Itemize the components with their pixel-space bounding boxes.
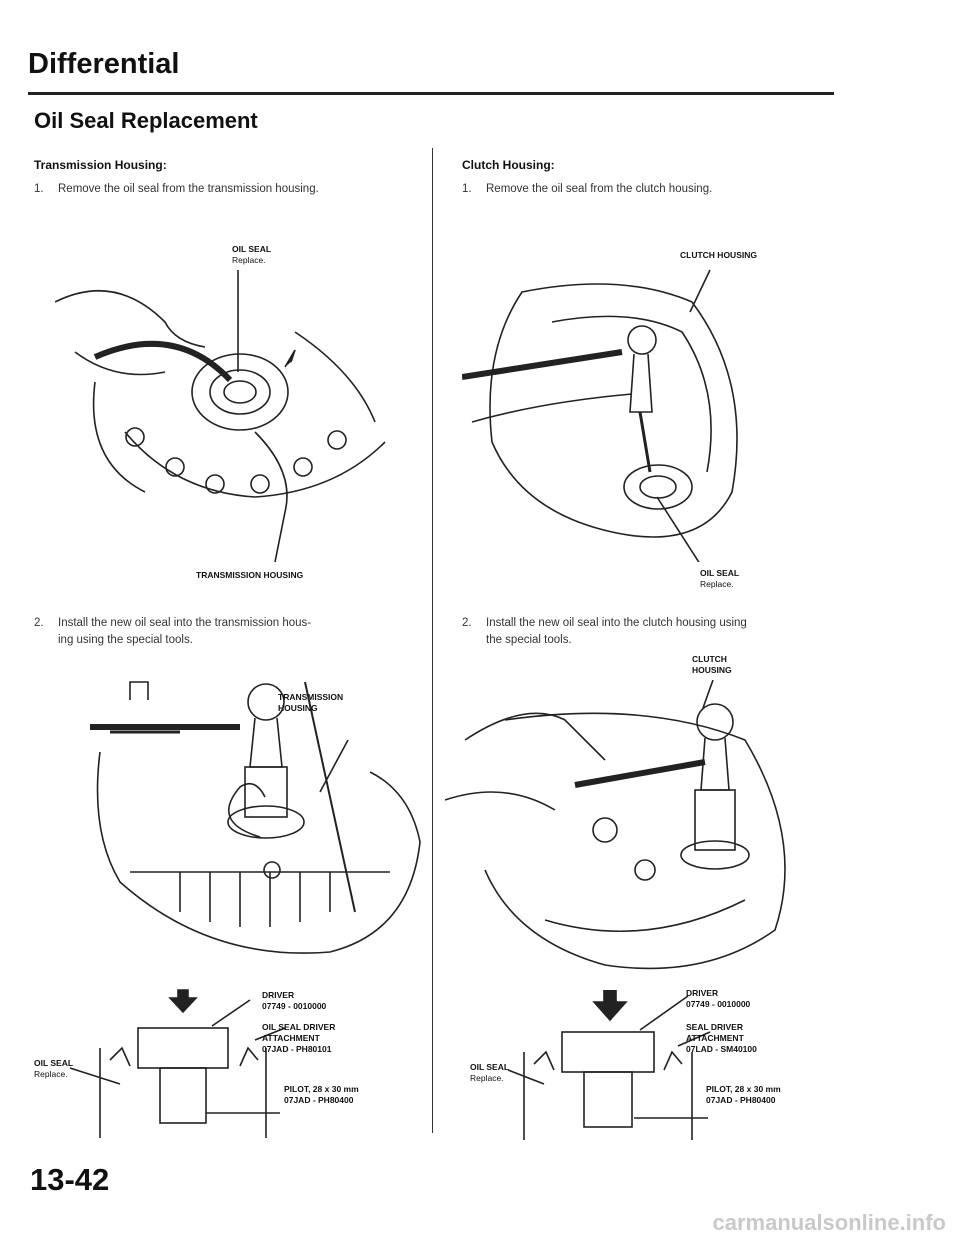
fig-right-tools: [458, 990, 818, 1140]
fig-clutch-seal-removal: [462, 262, 762, 562]
fig-transmission-seal-removal: [55, 262, 395, 572]
fig2-housing-label: TRANSMISSION HOUSING: [278, 692, 344, 713]
fig-clutch-seal-install: [445, 680, 825, 980]
fig-transmission-seal-install: [90, 672, 430, 982]
header-rule: [28, 92, 834, 95]
step-number: 1.: [462, 183, 472, 195]
step-number: 2.: [462, 617, 472, 629]
step-text: Install the new oil seal into the clutch…: [486, 617, 747, 646]
fig3-housing-label: CLUTCH HOUSING: [680, 250, 757, 260]
fig4-housing-label: CLUTCH HOUSING: [692, 654, 732, 675]
left-heading: Transmission Housing:: [34, 158, 167, 172]
step-number: 1.: [34, 183, 44, 195]
step-text: Remove the oil seal from the clutch hous…: [486, 183, 713, 195]
page-number: 13-42: [30, 1162, 110, 1197]
fig-left-tools: [30, 988, 390, 1138]
step-number: 2.: [34, 617, 44, 629]
fig1-housing-label: TRANSMISSION HOUSING: [196, 570, 304, 580]
right-step-1: 1. Remove the oil seal from the clutch ho…: [462, 181, 842, 198]
step-text: Remove the oil seal from the transmissio…: [58, 183, 319, 195]
watermark: carmanualsonline.info: [712, 1210, 947, 1235]
column-divider: [432, 148, 433, 1133]
page-title: Oil Seal Replacement: [34, 108, 258, 133]
section-title: Differential: [28, 48, 180, 80]
fig1-oil-seal-label: OIL SEAL Replace.: [232, 244, 272, 265]
step-text: Install the new oil seal into the transm…: [58, 617, 312, 646]
left-step-2: 2. Install the new oil seal into the tran…: [34, 598, 414, 649]
right-heading: Clutch Housing:: [462, 158, 555, 172]
left-step-1: 1. Remove the oil seal from the transmiss…: [34, 181, 414, 198]
right-step-2: 2. Install the new oil seal into the clut…: [462, 598, 842, 649]
